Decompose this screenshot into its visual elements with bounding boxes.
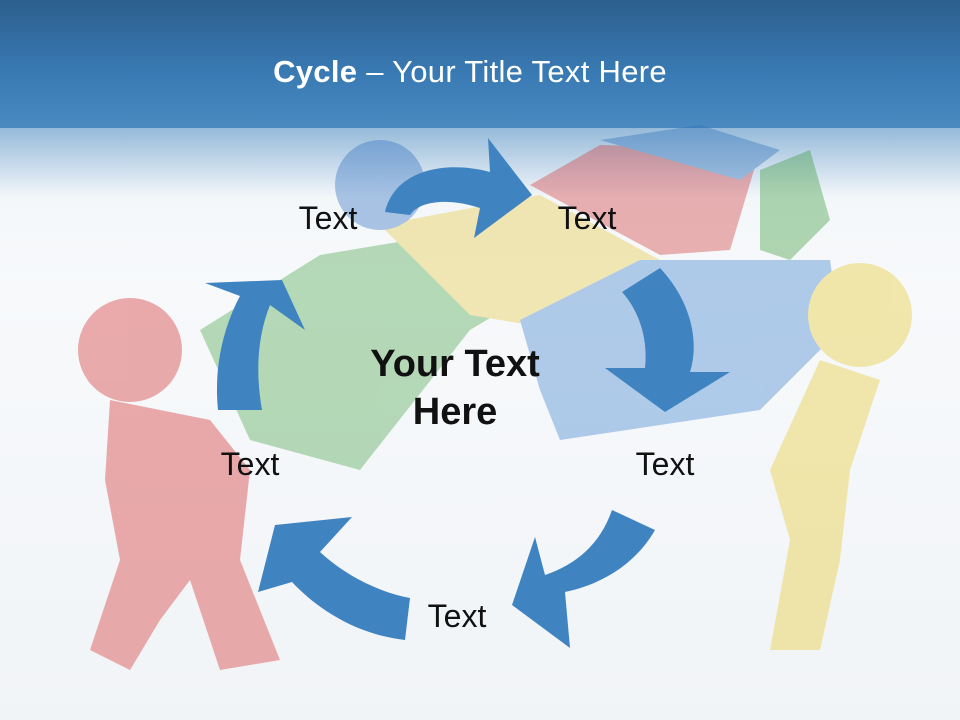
step-label: Text [298, 200, 358, 236]
cycle-arrow-icon [605, 268, 730, 412]
cycle-arrow-icon [258, 517, 410, 640]
cycle-arrow-icon [385, 138, 532, 238]
slide-title: Cycle – Your Title Text Here [0, 54, 940, 90]
cycle-arrow-icon [205, 280, 305, 410]
center-text-line1: Your Text [370, 343, 540, 385]
step-label: Text [557, 200, 617, 236]
cycle-arrow-icon [512, 510, 655, 648]
center-text: Your Text Here [330, 340, 580, 436]
title-bold: Cycle [273, 54, 358, 89]
step-label: Text [427, 598, 487, 634]
step-label: Text [220, 446, 280, 482]
title-bar [0, 0, 960, 128]
step-label: Text [635, 446, 695, 482]
center-text-line2: Here [412, 391, 498, 433]
title-rest: – Your Title Text Here [357, 54, 667, 89]
